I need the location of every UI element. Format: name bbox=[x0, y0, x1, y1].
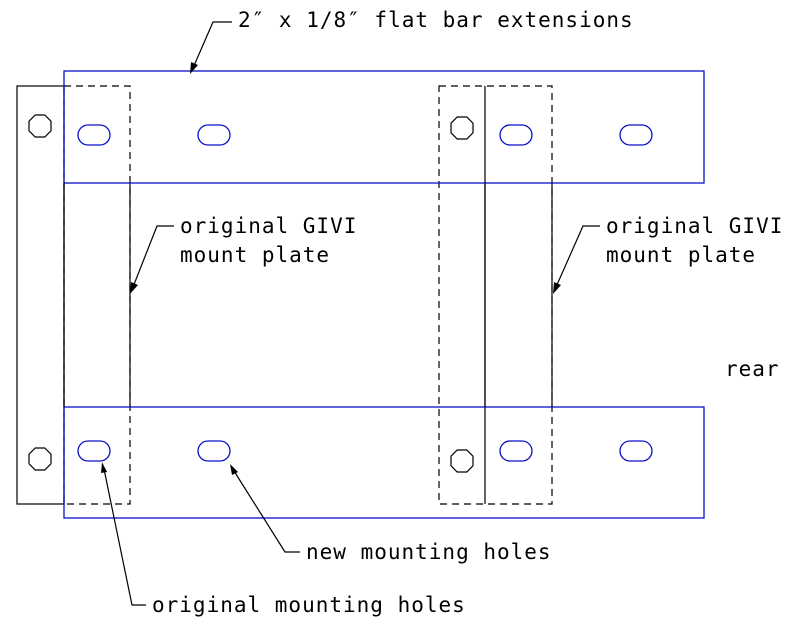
right-plate-leader-line bbox=[555, 225, 600, 288]
new-mounting-hole-bottom-1 bbox=[77, 440, 111, 462]
new-mounting-hole-bottom-3 bbox=[499, 440, 533, 462]
right-mount-plate-dashed-outline bbox=[438, 85, 553, 505]
new-mounting-hole-top-4 bbox=[619, 124, 653, 146]
left-plate-label-line2: mount plate bbox=[180, 243, 330, 267]
original-holes-label: original mounting holes bbox=[152, 593, 466, 617]
flat-bar-label: 2″ x 1/8″ flat bar extensions bbox=[238, 8, 634, 32]
new-holes-leader-line bbox=[233, 470, 300, 553]
original-mounting-hole-bottom-right bbox=[450, 449, 474, 473]
left-plate-leader-arrow bbox=[130, 282, 138, 294]
new-mounting-hole-bottom-4 bbox=[619, 440, 653, 462]
left-plate-label-line1: original GIVI bbox=[180, 214, 357, 238]
top-flat-bar-extension bbox=[63, 70, 705, 184]
right-plate-label-line1: original GIVI bbox=[606, 214, 783, 238]
left-plate-leader-line bbox=[132, 225, 174, 288]
rear-label: rear bbox=[725, 357, 780, 381]
left-mount-plate bbox=[16, 85, 65, 505]
original-holes-leader-arrow bbox=[101, 462, 107, 473]
flat-bar-leader-arrow bbox=[190, 62, 198, 74]
new-mounting-hole-top-2 bbox=[197, 124, 231, 146]
new-mounting-hole-top-1 bbox=[77, 124, 111, 146]
right-plate-label-line2: mount plate bbox=[606, 243, 756, 267]
original-mounting-hole-bottom-left bbox=[28, 447, 52, 471]
flat-bar-leader-line bbox=[192, 21, 232, 69]
new-mounting-hole-bottom-2 bbox=[197, 440, 231, 462]
new-holes-label: new mounting holes bbox=[306, 540, 552, 564]
new-mounting-hole-top-3 bbox=[499, 124, 533, 146]
original-holes-leader-line bbox=[103, 468, 146, 606]
original-mounting-hole-top-right bbox=[450, 116, 474, 140]
right-plate-leader-arrow bbox=[553, 282, 561, 294]
bottom-flat-bar-extension bbox=[63, 406, 705, 519]
new-holes-leader-arrow bbox=[230, 464, 238, 475]
original-mounting-hole-top-left bbox=[28, 114, 52, 138]
